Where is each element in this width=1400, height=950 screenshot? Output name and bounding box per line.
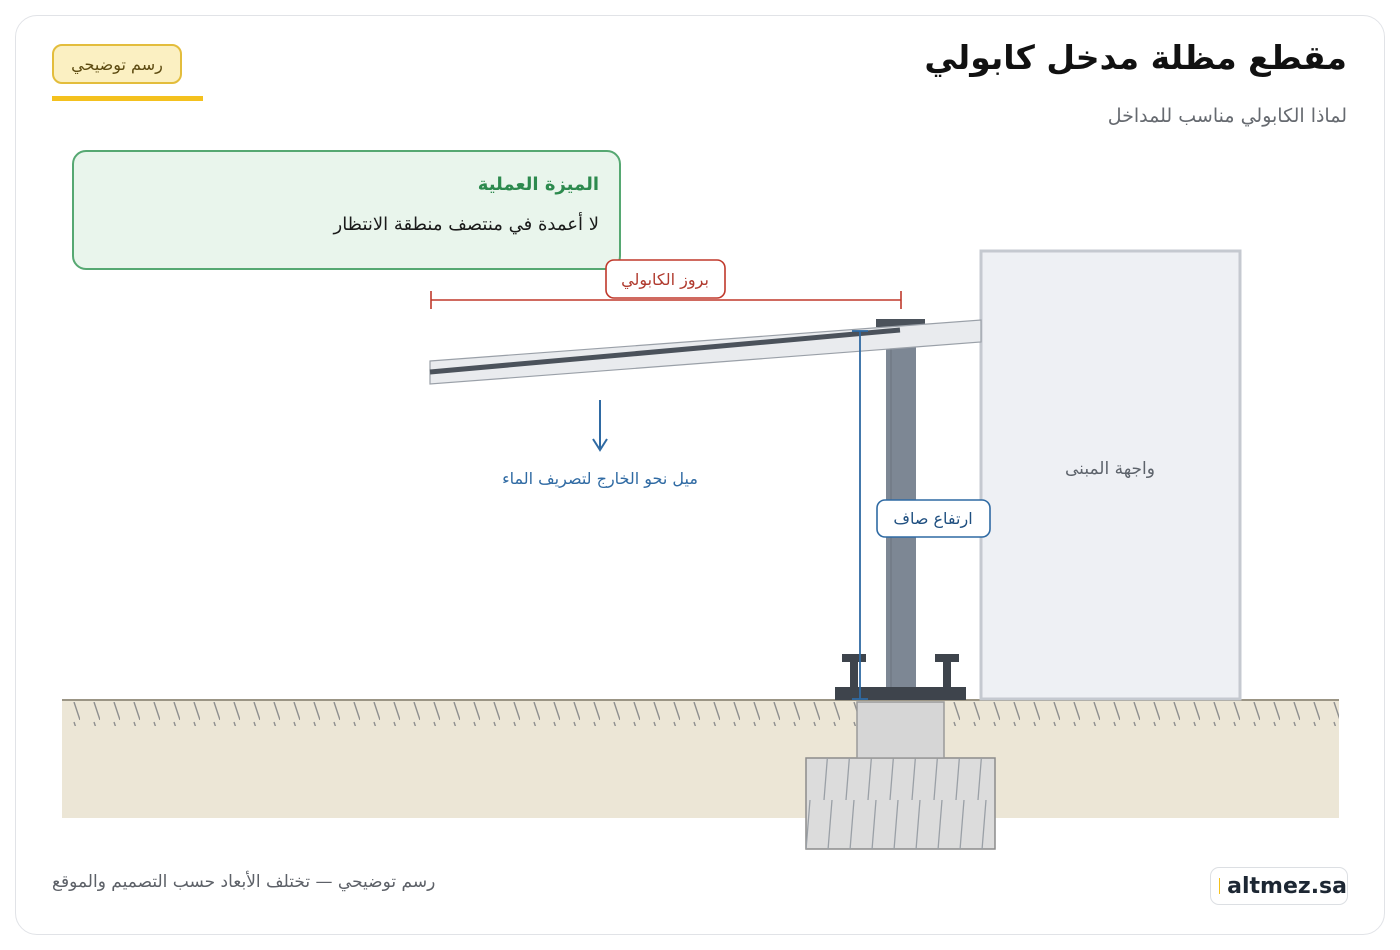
column-footing — [805, 701, 996, 850]
badge-underline — [52, 96, 203, 101]
brand-badge[interactable]: altmez.sa — [1210, 867, 1348, 905]
page-subtitle: لماذا الكابولي مناسب للمداخل — [1107, 105, 1347, 127]
ground — [62, 699, 1339, 818]
building-facade: واجهة المبنى — [979, 249, 1242, 701]
clearance-label: ارتفاع صاف — [893, 509, 972, 529]
footer-note: رسم توضيحي — تختلف الأبعاد حسب التصميم و… — [52, 872, 436, 892]
overhang-label: بروز الكابولي — [621, 270, 709, 290]
benefit-title: الميزة العملية — [477, 174, 599, 195]
facade-label: واجهة المبنى — [1065, 459, 1155, 479]
overhang-dimension: بروز الكابولي — [430, 259, 902, 309]
slope-annotation: ميل نحو الخارج لتصريف الماء — [502, 400, 698, 489]
clearance-annotation: ارتفاع صاف — [852, 330, 991, 700]
page-title: مقطع مظلة مدخل كابولي — [924, 38, 1347, 77]
slope-label: ميل نحو الخارج لتصريف الماء — [502, 469, 698, 489]
benefit-text: لا أعمدة في منتصف منطقة الانتظار — [333, 214, 600, 235]
benefit-callout: الميزة العملية لا أعمدة في منتصف منطقة ا… — [72, 150, 621, 270]
brand-accent-bar — [1219, 878, 1221, 894]
cantilever-canopy — [429, 319, 982, 385]
illustration-badge: رسم توضيحي — [52, 44, 182, 84]
brand-name: altmez.sa — [1227, 873, 1347, 899]
